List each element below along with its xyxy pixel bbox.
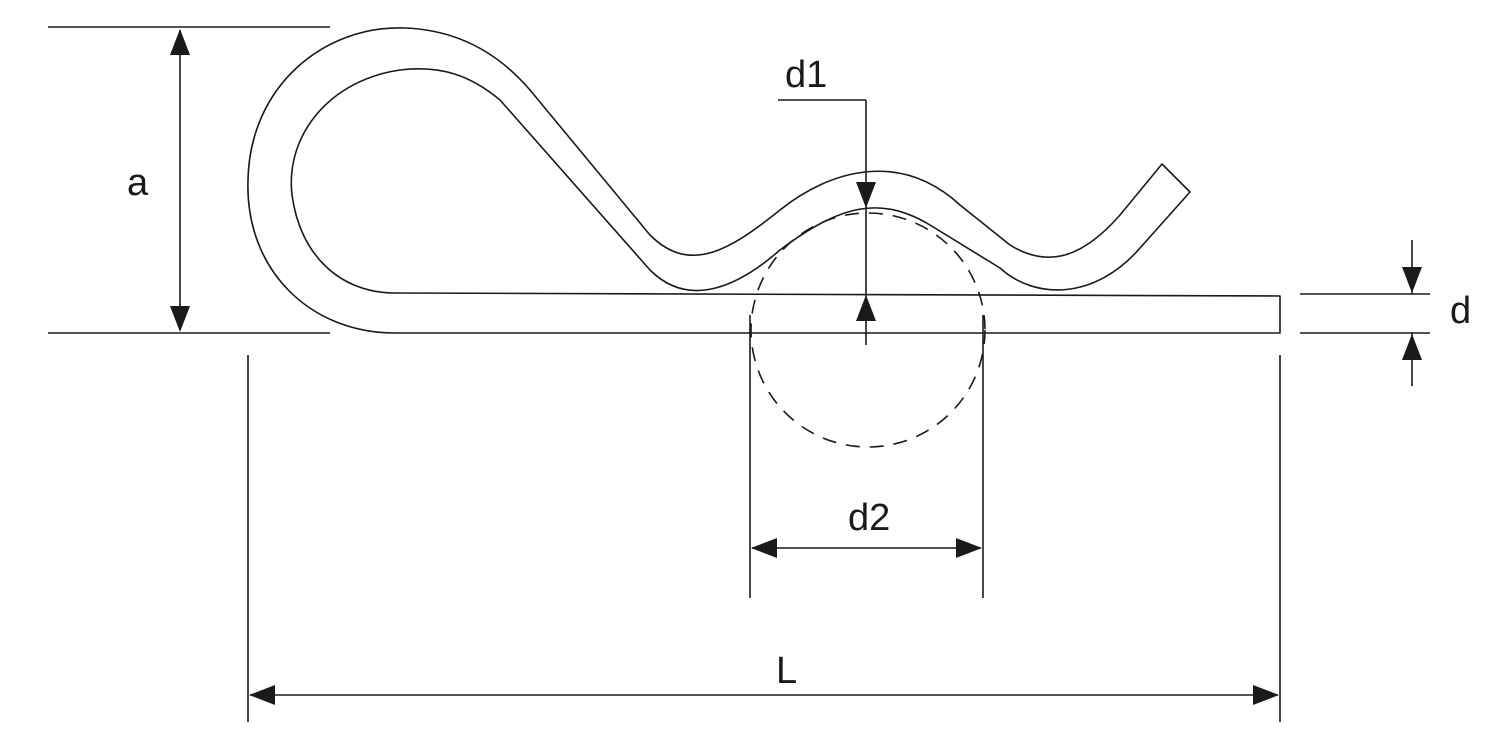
dimension-L-label: L — [776, 650, 797, 692]
dimension-L: L — [247, 355, 1281, 722]
dimension-a: a — [48, 26, 330, 334]
dimension-d-arrow-up — [1402, 334, 1422, 360]
dimension-a-label: a — [127, 162, 149, 204]
clip-outer-contour — [247, 27, 1281, 334]
dimension-d2-arrow-right — [956, 538, 982, 558]
dimension-d2: d2 — [749, 315, 984, 598]
dimension-d1: d1 — [778, 54, 876, 345]
dimension-d1-label: d1 — [785, 54, 827, 96]
dimension-a-arrow-top — [170, 29, 190, 55]
r-clip-part — [247, 27, 1281, 334]
dimension-L-arrow-left — [249, 685, 275, 705]
dimension-d1-arrow-down — [856, 182, 876, 208]
dimension-d1-arrow-up — [856, 295, 876, 321]
dimension-a-arrow-bottom — [170, 306, 190, 332]
dimension-d2-label: d2 — [848, 497, 890, 539]
dimension-d-arrow-down — [1402, 267, 1422, 293]
dimension-d-label: d — [1450, 290, 1471, 332]
dimension-L-arrow-right — [1253, 685, 1279, 705]
pin-hidden-outline — [750, 212, 986, 448]
dimension-d: d — [1300, 240, 1471, 386]
dimension-d2-arrow-left — [751, 538, 777, 558]
